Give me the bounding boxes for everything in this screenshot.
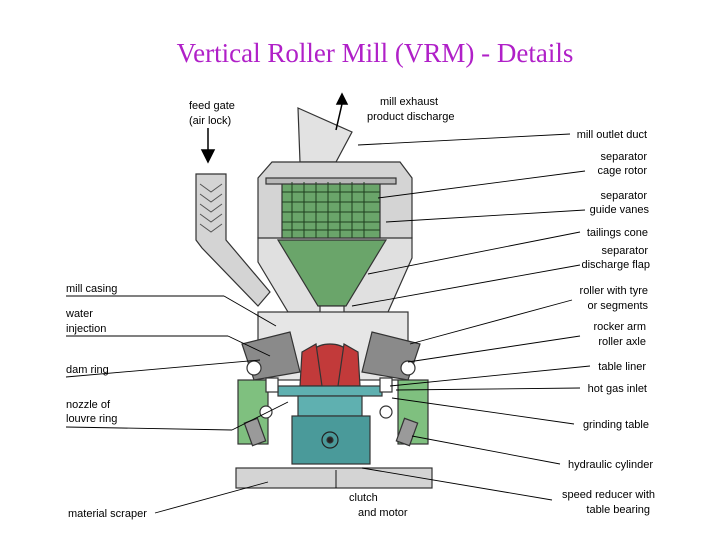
label-mill-exhaust-2: product discharge xyxy=(367,111,454,123)
label-separator-cage-1: separator xyxy=(601,151,648,163)
label-rocker-arm-1: rocker arm xyxy=(593,321,646,333)
label-nozzle-2: louvre ring xyxy=(66,413,117,425)
speed-reducer xyxy=(297,395,363,417)
tailings-cone xyxy=(276,239,388,307)
hydraulic-cylinder-right xyxy=(395,417,419,447)
label-dam-ring: dam ring xyxy=(66,364,109,376)
label-separator-vanes-1: separator xyxy=(601,190,648,202)
label-grinding-table: grinding table xyxy=(583,419,649,431)
label-nozzle-1: nozzle of xyxy=(66,399,111,411)
label-separator-flap-2: discharge flap xyxy=(582,259,651,271)
feed-arrow-icon xyxy=(200,149,216,164)
label-table-liner: table liner xyxy=(598,361,646,373)
label-water-injection-2: injection xyxy=(66,323,106,335)
mill-drawing xyxy=(195,107,433,489)
flow-arrows xyxy=(200,92,349,164)
label-speed-reducer-1: speed reducer with xyxy=(562,489,655,501)
bottom-labels: clutch and motor xyxy=(349,492,408,519)
leader-lines xyxy=(65,133,591,514)
label-clutch-2: and motor xyxy=(358,507,408,519)
feed-chute xyxy=(195,173,271,307)
label-roller-tyre-2: or segments xyxy=(587,300,648,312)
label-rocker-arm-2: roller axle xyxy=(598,336,646,348)
label-feed-gate-2: (air lock) xyxy=(189,115,231,127)
mill-outlet-duct xyxy=(297,107,353,163)
exhaust-arrow-icon xyxy=(335,92,349,105)
right-labels: mill outlet duct separator cage rotor se… xyxy=(562,129,655,516)
label-mill-exhaust-1: mill exhaust xyxy=(380,96,438,108)
label-clutch-1: clutch xyxy=(349,492,378,504)
table-liner xyxy=(277,385,383,397)
label-water-injection-1: water xyxy=(65,308,93,320)
page-title: Vertical Roller Mill (VRM) - Details xyxy=(176,38,574,68)
label-material-scraper: material scraper xyxy=(68,508,147,520)
left-labels: mill casing water injection dam ring noz… xyxy=(65,283,147,520)
label-separator-cage-2: cage rotor xyxy=(597,165,647,177)
mill-foundation xyxy=(235,467,433,489)
label-hot-gas-inlet: hot gas inlet xyxy=(588,383,647,395)
label-hydraulic-cylinder: hydraulic cylinder xyxy=(568,459,653,471)
label-mill-casing: mill casing xyxy=(66,283,117,295)
label-separator-flap-1: separator xyxy=(602,245,649,257)
label-roller-tyre-1: roller with tyre xyxy=(580,285,648,297)
label-feed-gate-1: feed gate xyxy=(189,100,235,112)
label-tailings-cone: tailings cone xyxy=(587,227,648,239)
top-labels: feed gate (air lock) mill exhaust produc… xyxy=(189,96,454,127)
label-mill-outlet-duct: mill outlet duct xyxy=(577,129,647,141)
label-speed-reducer-2: table bearing xyxy=(586,504,650,516)
label-separator-vanes-2: guide vanes xyxy=(590,204,650,216)
